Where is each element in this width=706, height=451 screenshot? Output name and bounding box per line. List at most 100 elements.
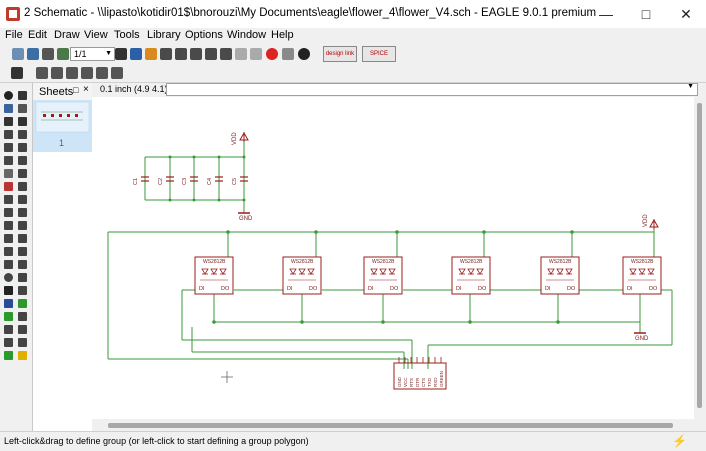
pin-swap-icon[interactable] bbox=[18, 195, 27, 204]
save-icon[interactable] bbox=[27, 48, 39, 60]
menu-help[interactable]: Help bbox=[271, 29, 294, 41]
horizontal-scroll-thumb[interactable] bbox=[108, 423, 673, 428]
capacitor-c2[interactable]: C2 bbox=[158, 176, 174, 185]
vertical-scrollbar[interactable] bbox=[694, 97, 706, 419]
dimension-icon[interactable] bbox=[18, 325, 27, 334]
probe-icon[interactable] bbox=[96, 67, 108, 79]
bus-icon[interactable] bbox=[18, 247, 27, 256]
arc-icon[interactable] bbox=[18, 273, 27, 282]
lightning-icon[interactable]: ⚡ bbox=[672, 434, 687, 448]
cut-icon[interactable] bbox=[18, 156, 27, 165]
print-icon[interactable] bbox=[42, 48, 54, 60]
maximize-button[interactable]: □ bbox=[626, 0, 666, 28]
menu-file[interactable]: File bbox=[5, 29, 23, 41]
wire-icon[interactable] bbox=[18, 299, 27, 308]
value-tool-icon[interactable] bbox=[18, 221, 27, 230]
zoom-redraw-icon[interactable] bbox=[205, 48, 217, 60]
rect-icon[interactable] bbox=[4, 286, 13, 295]
select-icon[interactable] bbox=[4, 117, 13, 126]
redo-icon[interactable] bbox=[250, 48, 262, 60]
design-link-icon[interactable]: design link bbox=[323, 46, 357, 62]
mark-icon[interactable] bbox=[18, 104, 27, 113]
smash-icon[interactable] bbox=[4, 234, 13, 243]
attribute-icon[interactable] bbox=[18, 312, 27, 321]
capacitor-c3[interactable]: C3 bbox=[182, 176, 198, 185]
name-icon[interactable] bbox=[4, 221, 13, 230]
menu-view[interactable]: View bbox=[84, 29, 108, 41]
wrench-icon[interactable] bbox=[18, 169, 27, 178]
script-icon[interactable] bbox=[115, 48, 127, 60]
menu-tools[interactable]: Tools bbox=[114, 29, 140, 41]
layers-icon[interactable] bbox=[4, 104, 13, 113]
move-icon[interactable] bbox=[18, 117, 27, 126]
menu-window[interactable]: Window bbox=[227, 29, 267, 41]
group-icon[interactable] bbox=[4, 156, 13, 165]
mirror-icon[interactable] bbox=[4, 130, 13, 139]
horizontal-scrollbar[interactable] bbox=[92, 419, 694, 431]
zoom-fit-icon[interactable] bbox=[160, 48, 172, 60]
polygon-icon[interactable] bbox=[18, 286, 27, 295]
frame-icon[interactable] bbox=[4, 325, 13, 334]
minimize-button[interactable]: — bbox=[586, 0, 626, 28]
undock-icon[interactable]: □ bbox=[73, 85, 79, 95]
command-line-input[interactable]: ▼ bbox=[166, 83, 698, 96]
stop-icon[interactable] bbox=[266, 48, 278, 60]
go-icon[interactable] bbox=[282, 48, 294, 60]
ci-spice-icon[interactable]: SPICE bbox=[362, 46, 396, 62]
copy-icon[interactable] bbox=[4, 143, 13, 152]
label-icon[interactable] bbox=[4, 299, 13, 308]
chevron-down-icon[interactable]: ▼ bbox=[687, 83, 694, 90]
net-icon[interactable] bbox=[4, 247, 13, 256]
board-icon[interactable] bbox=[130, 48, 142, 60]
split-icon[interactable] bbox=[18, 208, 27, 217]
zoom-select-icon[interactable] bbox=[220, 48, 232, 60]
capacitor-c5[interactable]: C5 bbox=[232, 176, 248, 185]
menu-draw[interactable]: Draw bbox=[54, 29, 80, 41]
vdd-symbol[interactable]: VDD bbox=[232, 132, 249, 145]
erc-icon[interactable] bbox=[4, 351, 13, 360]
paste-icon[interactable] bbox=[18, 143, 27, 152]
junction-icon[interactable] bbox=[4, 312, 13, 321]
zoom-out-icon[interactable] bbox=[190, 48, 202, 60]
gnd-symbol[interactable]: GND bbox=[238, 212, 253, 222]
add-icon[interactable] bbox=[4, 182, 13, 191]
module-icon[interactable] bbox=[4, 338, 13, 347]
invoke-icon[interactable] bbox=[4, 208, 13, 217]
eye-icon[interactable] bbox=[18, 91, 27, 100]
value-icon[interactable] bbox=[66, 67, 78, 79]
sheet-select[interactable]: 1/1▼ bbox=[70, 47, 115, 61]
gear-icon[interactable] bbox=[111, 67, 123, 79]
text-icon[interactable] bbox=[18, 260, 27, 269]
delete-icon[interactable] bbox=[4, 169, 13, 178]
menu-library[interactable]: Library bbox=[147, 29, 181, 41]
vdd-symbol-2[interactable]: VDD bbox=[643, 214, 659, 229]
menu-options[interactable]: Options bbox=[185, 29, 223, 41]
gate-swap-icon[interactable] bbox=[4, 195, 13, 204]
line-icon[interactable] bbox=[4, 260, 13, 269]
replace-icon[interactable] bbox=[18, 182, 27, 191]
undo-icon[interactable] bbox=[235, 48, 247, 60]
vertical-scroll-thumb[interactable] bbox=[697, 103, 702, 408]
capacitor-c4[interactable]: C4 bbox=[207, 176, 223, 185]
info-icon[interactable] bbox=[4, 91, 13, 100]
ulp-icon[interactable] bbox=[145, 48, 157, 60]
open-icon[interactable] bbox=[12, 48, 24, 60]
cam-icon[interactable] bbox=[57, 48, 69, 60]
gnd-symbol-2[interactable]: GND bbox=[634, 332, 649, 342]
grid-icon[interactable] bbox=[11, 67, 23, 79]
zoom-in-icon[interactable] bbox=[175, 48, 187, 60]
menu-edit[interactable]: Edit bbox=[28, 29, 47, 41]
port-icon[interactable] bbox=[18, 338, 27, 347]
help-icon[interactable] bbox=[298, 48, 310, 60]
voltage-icon[interactable] bbox=[81, 67, 93, 79]
circle-icon[interactable] bbox=[4, 273, 13, 282]
inspect-icon[interactable] bbox=[51, 67, 63, 79]
